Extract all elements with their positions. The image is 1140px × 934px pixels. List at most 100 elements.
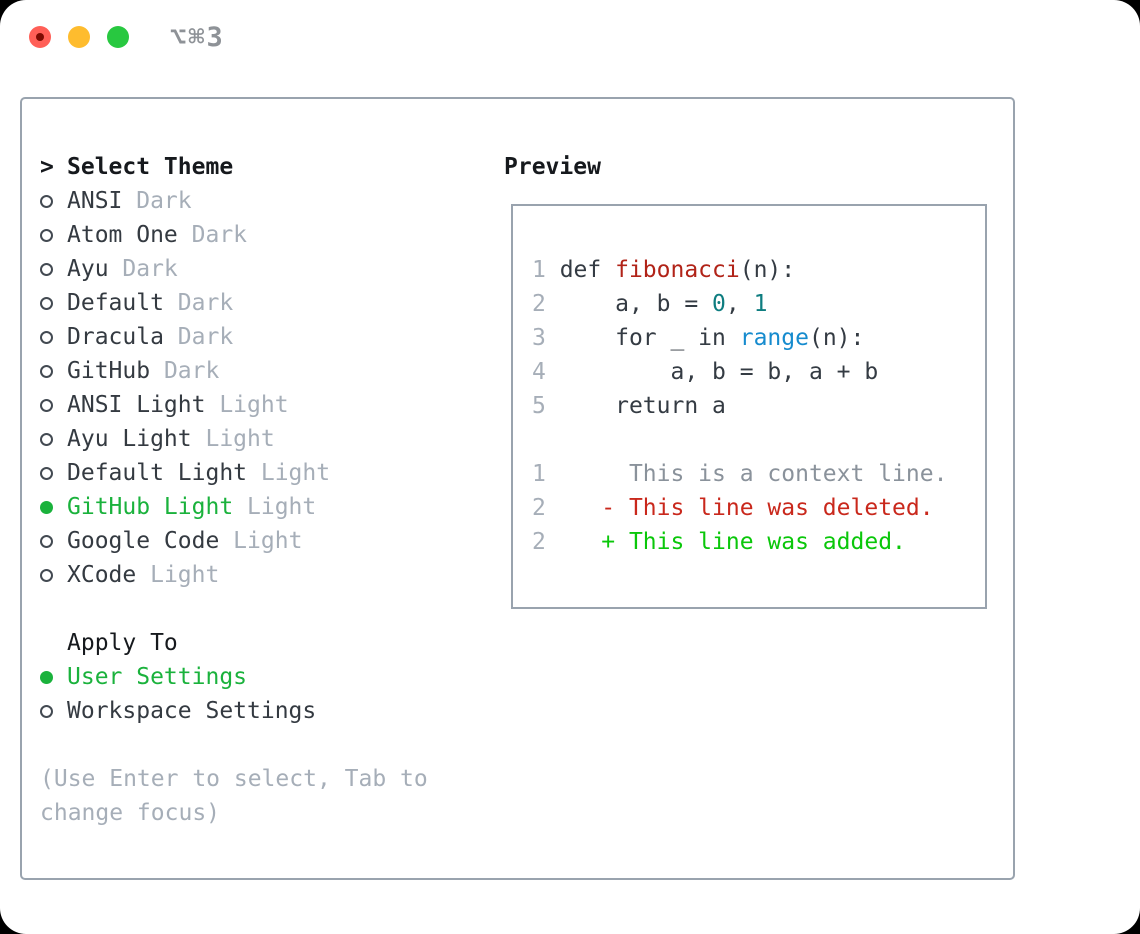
code-line [532, 423, 985, 457]
theme-option-github-light[interactable]: GitHub Light Light [40, 490, 486, 524]
radio-icon[interactable] [40, 296, 67, 310]
line-number: 1 [532, 257, 560, 283]
item-variant-label: Dark [177, 222, 248, 248]
apply-to-heading: Apply To [67, 630, 178, 656]
radio-circle [40, 330, 53, 344]
line-number: 2 [532, 291, 560, 317]
code-line: 4 a, b = b, a + b [532, 355, 985, 389]
theme-option-google-code[interactable]: Google Code Light [40, 524, 486, 558]
item-label: Atom One [67, 222, 178, 248]
item-variant-label: Light [136, 562, 220, 588]
radio-circle [40, 398, 53, 412]
item-label: ANSI Light [67, 392, 206, 418]
radio-icon[interactable] [40, 466, 67, 480]
item-variant-label: Light [247, 460, 331, 486]
theme-option-default[interactable]: Default Dark [40, 286, 486, 320]
radio-icon[interactable] [40, 432, 67, 446]
code-line: 1 def fibonacci(n): [532, 253, 985, 287]
cursor-icon: > [40, 154, 54, 180]
traffic-lights [29, 26, 129, 48]
code-segment-number: 1 [753, 291, 768, 317]
radio-icon[interactable] [40, 228, 67, 242]
radio-selected-icon[interactable] [40, 500, 67, 514]
apply-to-header-row: Apply To [40, 626, 486, 660]
theme-option-ansi[interactable]: ANSI Dark [40, 184, 486, 218]
radio-circle [40, 500, 53, 514]
item-variant-label: Dark [163, 324, 234, 350]
code-line: 5 return a [532, 389, 985, 423]
radio-circle [40, 228, 53, 242]
radio-circle [40, 364, 53, 378]
radio-icon[interactable] [40, 364, 67, 378]
line-number: 5 [532, 393, 560, 419]
theme-option-ansi-light[interactable]: ANSI Light Light [40, 388, 486, 422]
code-segment-deleted: - This line was deleted. [601, 495, 934, 521]
radio-circle [40, 194, 53, 208]
code-line: 3 for _ in range(n): [532, 321, 985, 355]
apply-option-workspace-settings[interactable]: Workspace Settings [40, 694, 486, 728]
radio-circle [40, 704, 53, 718]
item-label: Ayu Light [67, 426, 192, 452]
item-label: Google Code [67, 528, 220, 554]
radio-circle [40, 432, 53, 446]
item-variant-label: Light [191, 426, 275, 452]
radio-icon[interactable] [40, 330, 67, 344]
code-segment-code: return a [559, 393, 726, 419]
theme-option-xcode[interactable]: XCode Light [40, 558, 486, 592]
line-number [532, 427, 560, 453]
radio-selected-icon[interactable] [40, 670, 67, 684]
radio-icon[interactable] [40, 534, 67, 548]
radio-icon[interactable] [40, 262, 67, 276]
spacer-row [40, 592, 486, 626]
apply-option-user-settings[interactable]: User Settings [40, 660, 486, 694]
code-line: 2 a, b = 0, 1 [532, 287, 985, 321]
item-label: GitHub [67, 358, 151, 384]
minimize-button[interactable] [68, 26, 90, 48]
theme-option-github[interactable]: GitHub Dark [40, 354, 486, 388]
keyboard-hint: (Use Enter to select, Tab to change focu… [40, 766, 428, 826]
line-number: 1 [532, 461, 560, 487]
radio-icon[interactable] [40, 398, 67, 412]
code-segment-code: def [559, 257, 616, 283]
radio-circle [40, 262, 53, 276]
radio-icon[interactable] [40, 194, 67, 208]
radio-circle [40, 296, 53, 310]
item-label: Default Light [67, 460, 248, 486]
theme-option-dracula[interactable]: Dracula Dark [40, 320, 486, 354]
code-segment-code: a, b = b, a + b [559, 359, 879, 385]
theme-option-ayu-light[interactable]: Ayu Light Light [40, 422, 486, 456]
radio-circle [40, 670, 53, 684]
select-theme-header-row: > Select Theme [40, 150, 486, 184]
zoom-button[interactable] [107, 26, 129, 48]
line-number: 2 [532, 495, 560, 521]
code-segment-code: (n): [808, 325, 865, 351]
item-label: Workspace Settings [67, 698, 317, 724]
titlebar: ⌥⌘3 [0, 0, 1140, 75]
item-label: XCode [67, 562, 137, 588]
item-variant-label: Light [219, 528, 303, 554]
item-label: Dracula [67, 324, 164, 350]
select-theme-heading: Select Theme [67, 154, 234, 180]
radio-icon[interactable] [40, 704, 67, 718]
radio-circle [40, 534, 53, 548]
close-button[interactable] [29, 26, 51, 48]
theme-option-default-light[interactable]: Default Light Light [40, 456, 486, 490]
radio-icon[interactable] [40, 568, 67, 582]
item-variant-label: Dark [108, 256, 178, 282]
theme-option-ayu[interactable]: Ayu Dark [40, 252, 486, 286]
item-variant-label: Light [205, 392, 289, 418]
code-segment-code [560, 495, 602, 521]
item-label: Ayu [67, 256, 109, 282]
item-label: Default [67, 290, 164, 316]
item-variant-label: Light [233, 494, 317, 520]
code-segment-number: 0 [712, 291, 726, 317]
theme-option-atom-one[interactable]: Atom One Dark [40, 218, 486, 252]
item-variant-label: Dark [163, 290, 234, 316]
code-segment-code: , [725, 291, 754, 317]
